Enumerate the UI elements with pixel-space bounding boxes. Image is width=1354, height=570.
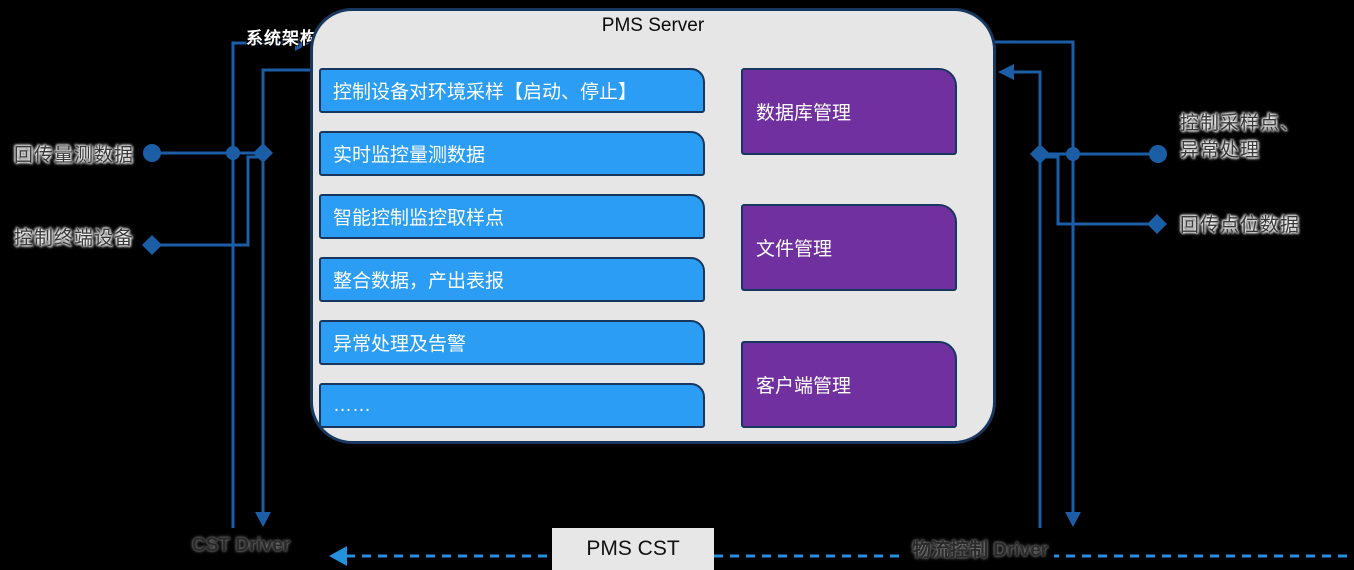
label-return-point-data: 回传点位数据: [1180, 215, 1301, 236]
left-down-bus-line: [261, 68, 311, 513]
label-return-measurement-data: 回传量测数据: [14, 145, 135, 166]
right-up-bus-line: [1013, 70, 1042, 528]
cst-driver-label: CST Driver: [186, 532, 297, 560]
arrowhead-into-server-left-icon: [295, 35, 310, 51]
label-control-terminal-devices: 控制终端设备: [14, 228, 135, 249]
left-control-terminal-line: [152, 155, 261, 247]
logistics-control-driver-label: 物流控制 Driver: [906, 532, 1055, 565]
diamond-terminal-icon: [1147, 214, 1167, 234]
server-manager-box: 文件管理: [741, 204, 957, 291]
pms-cst-box: PMS CST: [552, 528, 714, 570]
pms-server-box: PMS Server 控制设备对环境采样【启动、停止】 实时监控量测数据 智能控…: [310, 8, 996, 444]
left-up-bus-line: [231, 41, 296, 528]
label-line-2: 异常处理: [1180, 140, 1261, 161]
arrowhead-into-server-right-icon: [998, 64, 1014, 80]
junction-dot-icon: [226, 146, 240, 160]
diamond-terminal-icon: [253, 143, 273, 163]
server-function-box: 智能控制监控取样点: [319, 194, 705, 239]
server-function-box: 整合数据，产出表报: [319, 257, 705, 302]
server-title: PMS Server: [601, 15, 705, 36]
label-control-sampling-points: 控制采样点、 异常处理: [1180, 110, 1300, 164]
arrowhead-down-left-icon: [255, 512, 271, 527]
server-manager-box: 客户端管理: [741, 341, 957, 428]
server-function-box: 控制设备对环境采样【启动、停止】: [319, 68, 705, 113]
circle-terminal-icon: [143, 144, 161, 162]
label-line-1: 控制采样点、: [1180, 113, 1301, 134]
arrowhead-down-right-icon: [1065, 512, 1081, 527]
server-manager-box: 数据库管理: [741, 68, 957, 155]
right-return-points-line: [1043, 155, 1157, 226]
arrowhead-dashed-left-icon: [329, 546, 347, 566]
right-down-bus-line: [994, 40, 1075, 513]
circle-terminal-icon: [1149, 145, 1167, 163]
diamond-terminal-icon: [142, 235, 162, 255]
junction-dot-icon: [1066, 147, 1080, 161]
system-architecture-label: 系统架构: [246, 29, 318, 48]
server-function-box: 实时监控量测数据: [319, 131, 705, 176]
diamond-terminal-icon: [1030, 144, 1050, 164]
server-function-box: 异常处理及告警: [319, 320, 705, 365]
server-function-box: ……: [319, 383, 705, 428]
